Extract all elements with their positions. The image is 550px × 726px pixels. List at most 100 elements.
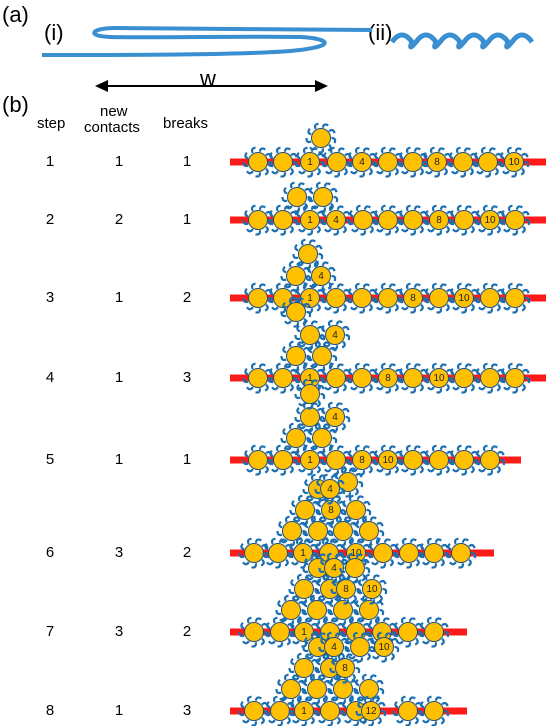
row-7-step: 7 (45, 623, 55, 640)
row-2-bead-7: 8 (423, 204, 455, 236)
svg-text:8: 8 (343, 584, 349, 595)
row-6-new-contacts: 3 (114, 544, 124, 561)
row-5-bead-6 (397, 444, 429, 476)
svg-text:10: 10 (350, 548, 362, 559)
svg-text:1: 1 (301, 706, 307, 717)
svg-text:12: 12 (365, 706, 377, 717)
svg-text:8: 8 (385, 373, 391, 384)
row-5-breaks: 1 (182, 451, 192, 468)
svg-text:1: 1 (307, 293, 313, 304)
row-3-new-contacts: 1 (114, 289, 124, 306)
svg-text:1: 1 (300, 548, 306, 559)
row-4-bead-10 (499, 362, 531, 394)
row-3-bead-6: 8 (397, 282, 429, 314)
svg-text:8: 8 (359, 455, 365, 466)
row-2-bead-1 (267, 204, 299, 236)
row-8-bead-up-8: 4 (318, 631, 350, 663)
row-6-bead-0 (238, 537, 270, 569)
row-5-bead-2: 1 (294, 444, 326, 476)
row-1-bead-1 (267, 146, 299, 178)
svg-text:1: 1 (307, 157, 313, 168)
row-6-bead-up-0 (276, 515, 308, 547)
row-1-bead-up-0 (305, 122, 337, 154)
row-7-bead-7 (418, 616, 450, 648)
row-3-bead-10 (499, 282, 531, 314)
row-4-bead-1 (267, 362, 299, 394)
row-5-bead-up-1 (306, 422, 338, 454)
row-4-breaks: 3 (182, 369, 192, 386)
row-1-bead-10: 10 (498, 146, 530, 178)
row-7-bead-0 (238, 616, 270, 648)
row-8-bead-up-4 (288, 652, 320, 684)
row-8-bead-7 (418, 695, 450, 726)
row-1-bead-6 (397, 146, 429, 178)
row-5-bead-1 (267, 444, 299, 476)
row-3-bead-8: 10 (448, 282, 480, 314)
row-5-step: 5 (45, 451, 55, 468)
row-3-chain: 41 8 10 (230, 238, 546, 314)
row-2-bead-6 (397, 204, 429, 236)
row-2-bead-0 (242, 204, 274, 236)
svg-text:10: 10 (458, 293, 470, 304)
svg-text:10: 10 (382, 455, 394, 466)
row-7-bead-up-0 (275, 594, 307, 626)
header-new-contacts-line1: new (100, 103, 128, 120)
row-6-step: 6 (45, 544, 55, 561)
row-1-breaks: 1 (182, 153, 192, 170)
svg-text:4: 4 (332, 330, 338, 341)
row-4-bead-up-3: 4 (319, 319, 351, 351)
row-7-breaks: 2 (182, 623, 192, 640)
svg-text:4: 4 (359, 157, 365, 168)
width-label: w (200, 66, 216, 91)
row-7-bead-1 (264, 616, 296, 648)
loop-strand (41, 25, 373, 57)
row-7-bead-up-10 (339, 552, 371, 584)
row-5-bead-up-3: 4 (319, 401, 351, 433)
svg-text:10: 10 (508, 157, 520, 168)
row-2-bead-2: 1 (294, 204, 326, 236)
row-4-bead-8 (448, 362, 480, 394)
row-5-bead-4: 8 (346, 444, 378, 476)
row-8-new-contacts: 1 (114, 702, 124, 719)
svg-text:1: 1 (307, 215, 313, 226)
row-5-bead-up-4 (294, 378, 326, 410)
row-4-bead-up-4 (280, 296, 312, 328)
row-8-bead-up-10: 10 (368, 631, 400, 663)
row-6-bead-8 (445, 537, 477, 569)
header-new-contacts-line2: contacts (84, 119, 140, 136)
row-1-bead-9 (472, 146, 504, 178)
svg-text:4: 4 (327, 484, 333, 495)
row-5-new-contacts: 1 (114, 451, 124, 468)
row-8-bead-5: 12 (355, 695, 387, 726)
row-5-bead-up-5 (332, 466, 364, 498)
svg-text:4: 4 (318, 271, 324, 282)
row-6-bead-up-8: 4 (314, 473, 346, 505)
svg-text:10: 10 (366, 584, 378, 595)
svg-text:8: 8 (328, 505, 334, 516)
row-8-chain: 84 10 1 12 (230, 631, 467, 726)
helix-label: (ii) (368, 20, 393, 45)
row-4-bead-4 (346, 362, 378, 394)
row-5-bead-9 (474, 444, 506, 476)
row-5-bead-0 (242, 444, 274, 476)
row-2-bead-8 (448, 204, 480, 236)
row-2-bead-3: 4 (320, 204, 352, 236)
svg-text:8: 8 (410, 293, 416, 304)
row-6-bead-1 (262, 537, 294, 569)
svg-text:4: 4 (332, 412, 338, 423)
row-7-bead-up-7: 10 (356, 573, 388, 605)
row-6-chain: 8 4 1 10 (230, 473, 494, 569)
row-2-bead-10 (499, 204, 531, 236)
row-6-bead-up-4 (289, 494, 321, 526)
row-3-bead-up-2 (292, 238, 324, 270)
width-arrow (95, 80, 328, 92)
row-6-bead-7 (418, 537, 450, 569)
row-7-new-contacts: 3 (114, 623, 124, 640)
row-8-step: 8 (45, 702, 55, 719)
row-4-bead-9 (474, 362, 506, 394)
svg-text:8: 8 (342, 663, 348, 674)
